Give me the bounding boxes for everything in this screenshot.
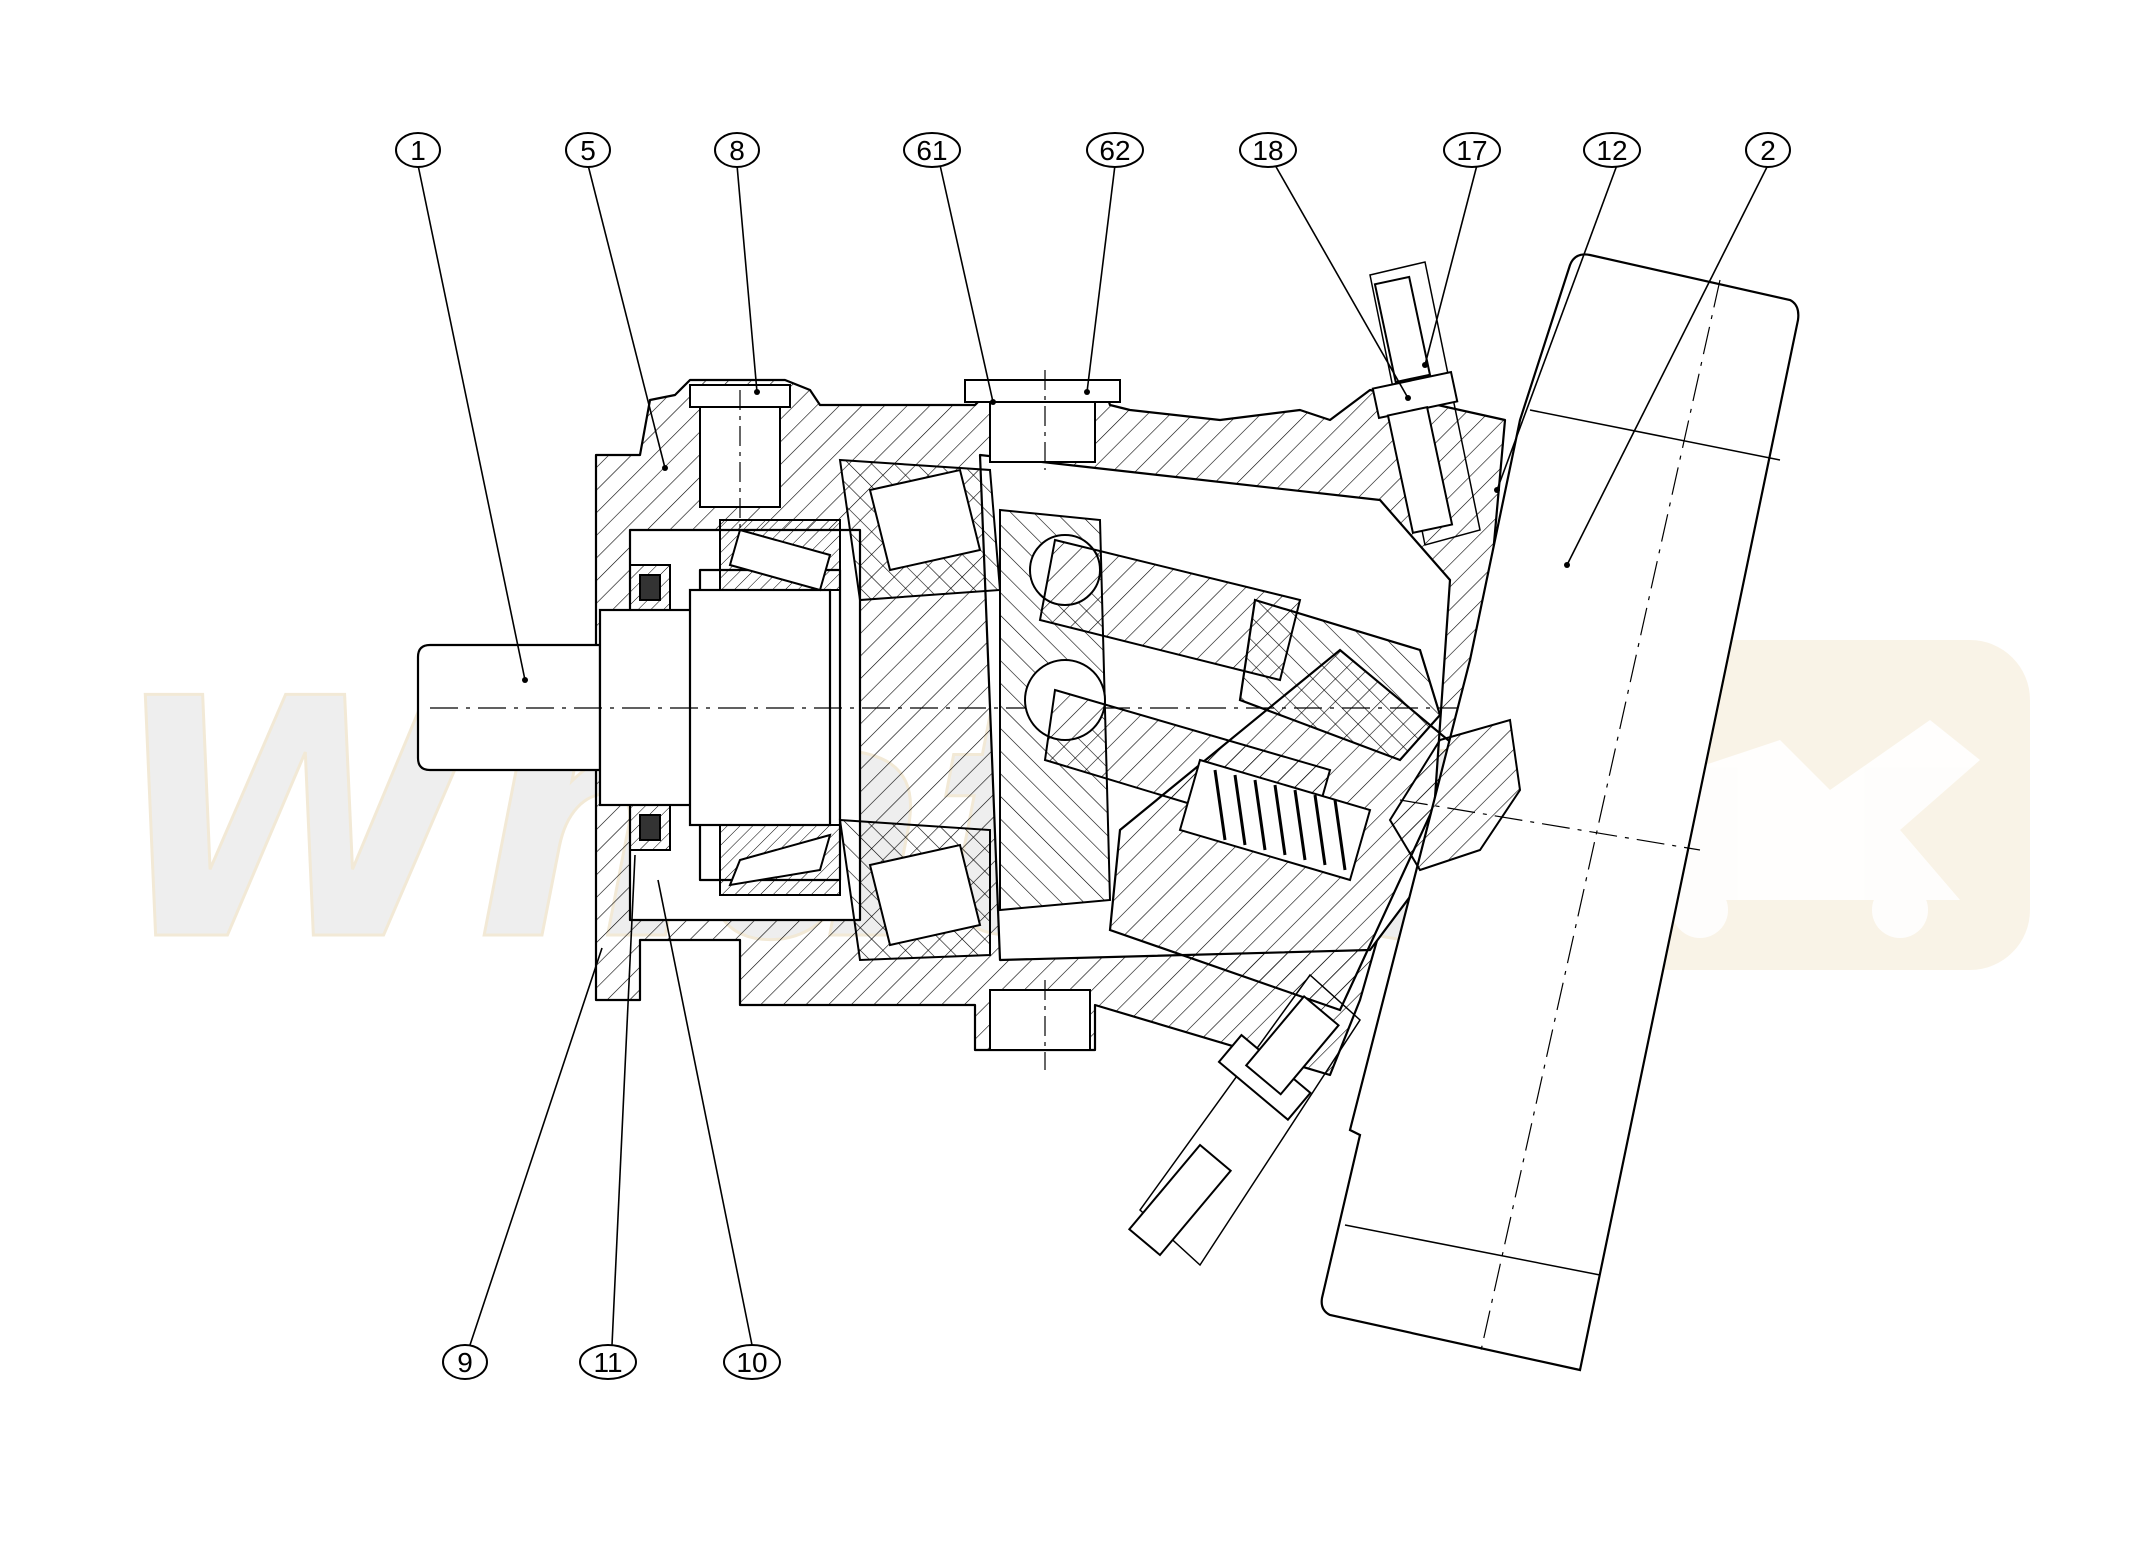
callout-1[interactable]: 1 bbox=[395, 132, 441, 168]
callout-8[interactable]: 8 bbox=[714, 132, 760, 168]
callout-11[interactable]: 11 bbox=[579, 1344, 637, 1380]
callout-17-label: 17 bbox=[1456, 135, 1487, 166]
leader-17 bbox=[1424, 164, 1478, 366]
centre-spring bbox=[1178, 758, 1372, 882]
callout-62-label: 62 bbox=[1099, 135, 1130, 166]
callout-1-label: 1 bbox=[410, 135, 426, 166]
leader-12 bbox=[1496, 164, 1618, 491]
rear-bearing bbox=[838, 458, 1002, 962]
drain-plug bbox=[689, 384, 791, 530]
callout-leaders bbox=[417, 164, 1769, 1346]
callout-8-label: 8 bbox=[729, 135, 745, 166]
callout-9[interactable]: 9 bbox=[442, 1344, 488, 1380]
control-lens bbox=[1388, 718, 1522, 872]
callout-61-label: 61 bbox=[916, 135, 947, 166]
leader-62 bbox=[1086, 164, 1116, 393]
callout-12-label: 12 bbox=[1596, 135, 1627, 166]
port-plate-end-cap bbox=[1320, 253, 1800, 1372]
leader-8 bbox=[736, 164, 758, 393]
callout-11-label: 11 bbox=[593, 1347, 622, 1378]
leader-9 bbox=[469, 947, 603, 1346]
callout-61[interactable]: 61 bbox=[903, 132, 961, 168]
bottom-port bbox=[989, 980, 1091, 1070]
callout-2-label: 2 bbox=[1760, 135, 1776, 166]
output-shaft bbox=[416, 588, 1700, 827]
callout-5-label: 5 bbox=[580, 135, 596, 166]
top-port-plug bbox=[964, 370, 1121, 470]
front-bearing bbox=[719, 519, 841, 896]
callout-10[interactable]: 10 bbox=[723, 1344, 781, 1380]
leader-18 bbox=[1274, 164, 1409, 399]
callout-5[interactable]: 5 bbox=[565, 132, 611, 168]
callout-12[interactable]: 12 bbox=[1583, 132, 1641, 168]
callout-18[interactable]: 18 bbox=[1239, 132, 1297, 168]
callout-balloons: 1 5 8 61 62 18 17 12 bbox=[395, 132, 1791, 1380]
callout-18-label: 18 bbox=[1252, 135, 1283, 166]
callout-9-label: 9 bbox=[457, 1347, 473, 1378]
shaft-seal bbox=[629, 564, 671, 851]
stop-screw-upper bbox=[1369, 261, 1481, 546]
leader-11 bbox=[611, 854, 636, 1346]
callout-62[interactable]: 62 bbox=[1086, 132, 1144, 168]
leader-61 bbox=[939, 164, 994, 403]
excavator-icon bbox=[1650, 720, 1980, 938]
leader-1 bbox=[417, 164, 526, 681]
callout-17[interactable]: 17 bbox=[1443, 132, 1501, 168]
callout-2[interactable]: 2 bbox=[1745, 132, 1791, 168]
callout-10-label: 10 bbox=[736, 1347, 767, 1378]
leader-10 bbox=[657, 879, 753, 1346]
leader-2 bbox=[1566, 164, 1769, 566]
leader-5 bbox=[587, 164, 666, 469]
stop-screw-lower bbox=[1127, 973, 1361, 1267]
leader-endpoints bbox=[522, 362, 1570, 683]
